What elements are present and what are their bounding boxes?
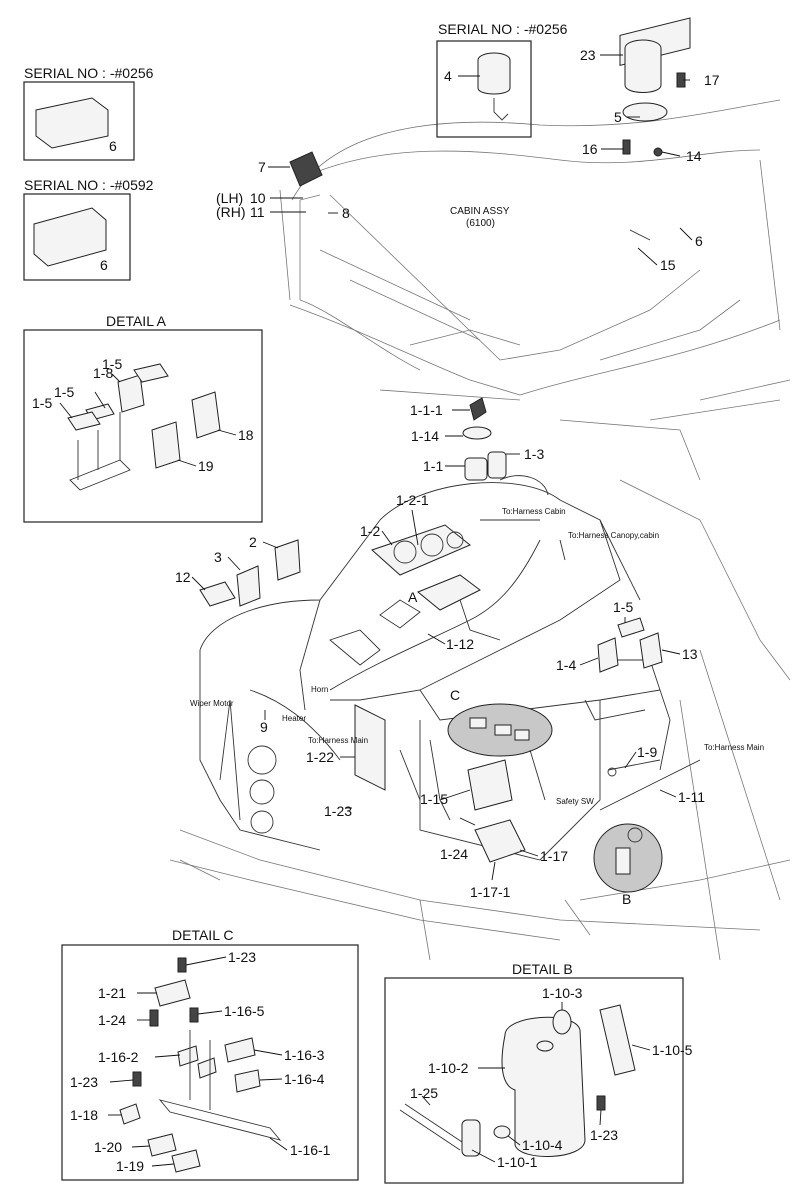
label-3: 3 [214,549,222,565]
detail-c-label-1-23-a: 1-23 [228,949,256,965]
label-1-23: 1-23 [324,803,352,819]
label-14: 14 [686,148,702,164]
detail-c-label-1-20: 1-20 [94,1139,122,1155]
detail-b-label-1-23: 1-23 [590,1127,618,1143]
label-1-14: 1-14 [411,428,439,444]
label-16: 16 [582,141,598,157]
label-1-9: 1-9 [637,744,657,760]
detail-a-label-1-8: 1-8 [93,365,113,381]
serial-box-top [436,40,532,138]
label-rh: (RH) [216,204,246,220]
label-1-15: 1-15 [420,791,448,807]
detail-b-label-1-10-2: 1-10-2 [428,1060,469,1076]
label-5: 5 [614,109,622,125]
detail-c-label-1-16-5: 1-16-5 [224,1003,265,1019]
detail-c-label-1-16-3: 1-16-3 [284,1047,325,1063]
detail-c-label-1-19: 1-19 [116,1158,144,1174]
detail-b-label-1-10-3: 1-10-3 [542,985,583,1001]
detail-a-box [23,329,263,523]
label-1-12: 1-12 [446,636,474,652]
label-23: 23 [580,47,596,63]
annotation-safety-sw: Safety SW [556,797,594,806]
label-1-17-1: 1-17-1 [470,884,511,900]
annotation-horn: Horn [311,685,328,694]
detail-c-label-1-16-1: 1-16-1 [290,1142,331,1158]
console-body [199,397,701,893]
label-6-b: 6 [100,257,108,273]
annotation-wiper-motor: Wiper Motor [190,699,234,708]
label-1-22: 1-22 [306,749,334,765]
detail-a-label-1-5-a: 1-5 [102,356,122,372]
label-1-5: 1-5 [613,599,633,615]
cabin-assy-label: CABIN ASSY [450,206,510,217]
detail-a-title: DETAIL A [106,313,167,329]
detail-c-title: DETAIL C [172,927,233,943]
annotation-heater: Heater [282,714,306,723]
detail-b-title: DETAIL B [512,961,573,977]
label-4: 4 [444,68,452,84]
detail-b-box [384,977,684,1184]
cabin-outline [169,99,791,961]
label-17: 17 [704,72,720,88]
label-7: 7 [258,159,266,175]
serial-box-left-1 [23,81,135,161]
serial-title-left-1: SERIAL NO : -#0256 [24,65,154,81]
serial-title-left-2: SERIAL NO : -#0592 [24,177,154,193]
label-1-11: 1-11 [678,789,705,805]
label-1-4: 1-4 [556,657,576,673]
label-1-1: 1-1 [423,458,443,474]
label-1-17: 1-17 [540,848,568,864]
annotation-to-harness-cabin: To:Harness Cabin [502,507,566,516]
serial-title-top: SERIAL NO : -#0256 [438,21,568,37]
label-12: 12 [175,569,191,585]
cabin-parts [289,17,691,241]
annotation-to-harness-main-left: To:Harness Main [308,736,368,745]
detail-c-label-1-21: 1-21 [98,985,126,1001]
detail-b-label-1-10-1: 1-10-1 [497,1154,538,1170]
marker-c: C [450,687,460,703]
serial-box-left-2 [23,193,131,281]
detail-b-label-1-10-4: 1-10-4 [522,1137,563,1153]
label-1-2-1: 1-2-1 [396,492,429,508]
cabin-assy-number: (6100) [466,218,495,229]
label-11: 11 [250,204,265,220]
label-9: 9 [260,719,268,735]
detail-a-label-18: 18 [238,427,254,443]
marker-a: A [408,589,418,605]
label-1-1-1: 1-1-1 [410,402,443,418]
label-1-3: 1-3 [524,446,544,462]
label-10: 10 [250,190,266,206]
label-13: 13 [682,646,698,662]
marker-b: B [622,891,631,907]
detail-b-label-1-25: 1-25 [410,1085,438,1101]
label-1-2: 1-2 [360,523,380,539]
annotation-to-harness-canopy: To:Harness Canopy,cabin [568,531,659,540]
label-6-c: 6 [695,233,703,249]
label-6-a: 6 [109,138,117,154]
detail-a-label-1-5-b: 1-5 [54,384,74,400]
label-1-24: 1-24 [440,846,468,862]
detail-a-label-19: 19 [198,458,214,474]
detail-b-label-1-10-5: 1-10-5 [652,1042,693,1058]
label-2: 2 [249,534,257,550]
annotation-to-harness-main-right: To:Harness Main [704,743,764,752]
label-8: 8 [342,205,350,221]
label-15: 15 [660,257,676,273]
detail-c-label-1-16-2: 1-16-2 [98,1049,139,1065]
detail-a-label-1-5-c: 1-5 [32,395,52,411]
detail-c-label-1-24: 1-24 [98,1012,126,1028]
label-lh: (LH) [216,190,243,206]
leader-lines [59,54,693,1167]
detail-c-label-1-23-b: 1-23 [70,1074,98,1090]
detail-c-label-1-18: 1-18 [70,1107,98,1123]
detail-c-label-1-16-4: 1-16-4 [284,1071,325,1087]
